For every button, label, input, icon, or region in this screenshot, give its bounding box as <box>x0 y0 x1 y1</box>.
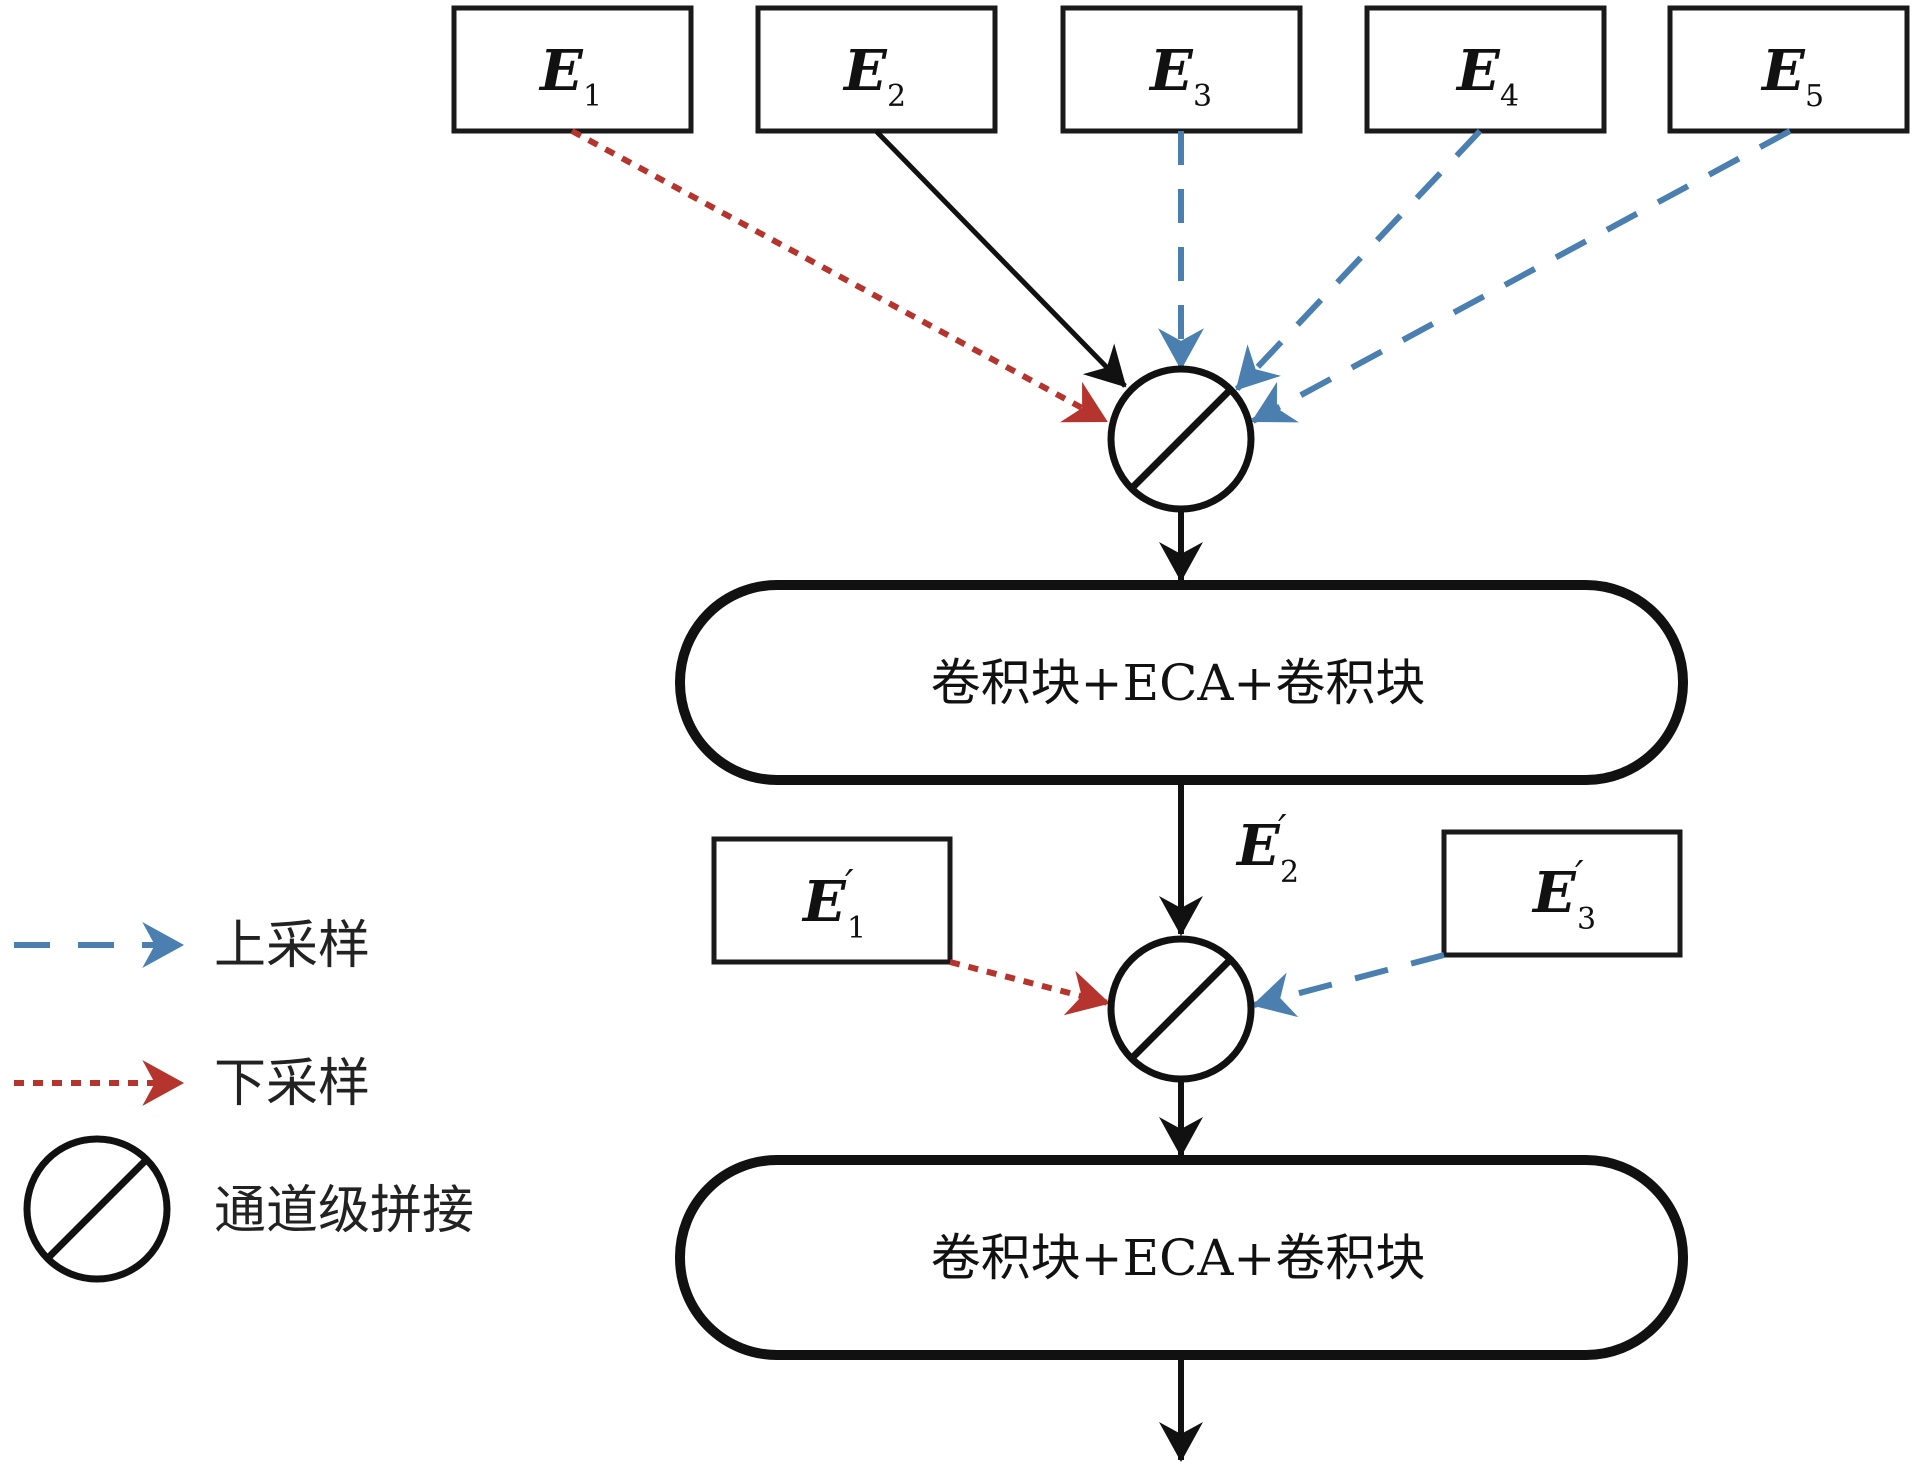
e3p-sub: 3 <box>1577 902 1596 937</box>
e4-sub: 4 <box>1500 79 1519 114</box>
legend-concat: 通道级拼接 <box>23 1135 474 1283</box>
legend-downsample-label: 下采样 <box>214 1054 370 1114</box>
legend: 上采样 下采样 通道级拼接 <box>14 916 474 1283</box>
input-box-e1: E 1 <box>451 5 694 134</box>
e1p-sub: 1 <box>847 911 866 946</box>
block1-label: 卷积块+ECA+卷积块 <box>931 654 1426 712</box>
e1-main: E <box>538 38 584 104</box>
conv-eca-block-2: 卷积块+ECA+卷积块 <box>675 1155 1688 1360</box>
legend-concat-label: 通道级拼接 <box>214 1181 474 1241</box>
arrow-e2-direct <box>874 129 1127 388</box>
conv-eca-block-1: 卷积块+ECA+卷积块 <box>675 580 1688 785</box>
legend-upsample-label: 上采样 <box>214 916 370 976</box>
input-box-e3-prime: E ′ 3 <box>1441 829 1683 958</box>
arrow-e4-upsample <box>1234 128 1483 392</box>
e2-sub: 2 <box>887 79 906 114</box>
e3-main: E <box>1148 38 1194 104</box>
e2p-prime: ′ <box>1278 807 1287 851</box>
e3p-prime: ′ <box>1575 853 1584 897</box>
input-box-e2: E 2 <box>755 5 998 134</box>
input-box-e1-prime: E ′ 1 <box>711 836 953 965</box>
e2p-main: E <box>1235 813 1281 879</box>
e5-sub: 5 <box>1805 79 1824 114</box>
e4-main: E <box>1455 38 1501 104</box>
arrow-e3prime-upsample <box>1251 952 1445 1018</box>
e1p-prime: ′ <box>845 862 854 906</box>
legend-upsample: 上采样 <box>14 916 370 976</box>
concat-node-2 <box>1107 935 1255 1083</box>
input-box-e5: E 5 <box>1667 5 1910 134</box>
e2-main: E <box>842 38 888 104</box>
concat-node-1 <box>1107 365 1255 513</box>
e1-sub: 1 <box>583 79 602 114</box>
arrow-e1-downsample <box>570 128 1108 424</box>
arrow-e5-upsample <box>1251 128 1792 424</box>
input-box-e3: E 3 <box>1060 5 1303 134</box>
e1p-main: E <box>801 869 847 935</box>
input-box-e4: E 4 <box>1364 5 1607 134</box>
e2-prime-label: E ′ 2 <box>1235 807 1299 890</box>
legend-downsample: 下采样 <box>14 1054 370 1114</box>
e5-main: E <box>1760 38 1806 104</box>
e3p-main: E <box>1531 860 1577 926</box>
arrow-e1prime-downsample <box>949 959 1111 1016</box>
e3-sub: 3 <box>1193 79 1212 114</box>
block2-label: 卷积块+ECA+卷积块 <box>931 1229 1426 1287</box>
e2p-sub: 2 <box>1280 855 1299 890</box>
